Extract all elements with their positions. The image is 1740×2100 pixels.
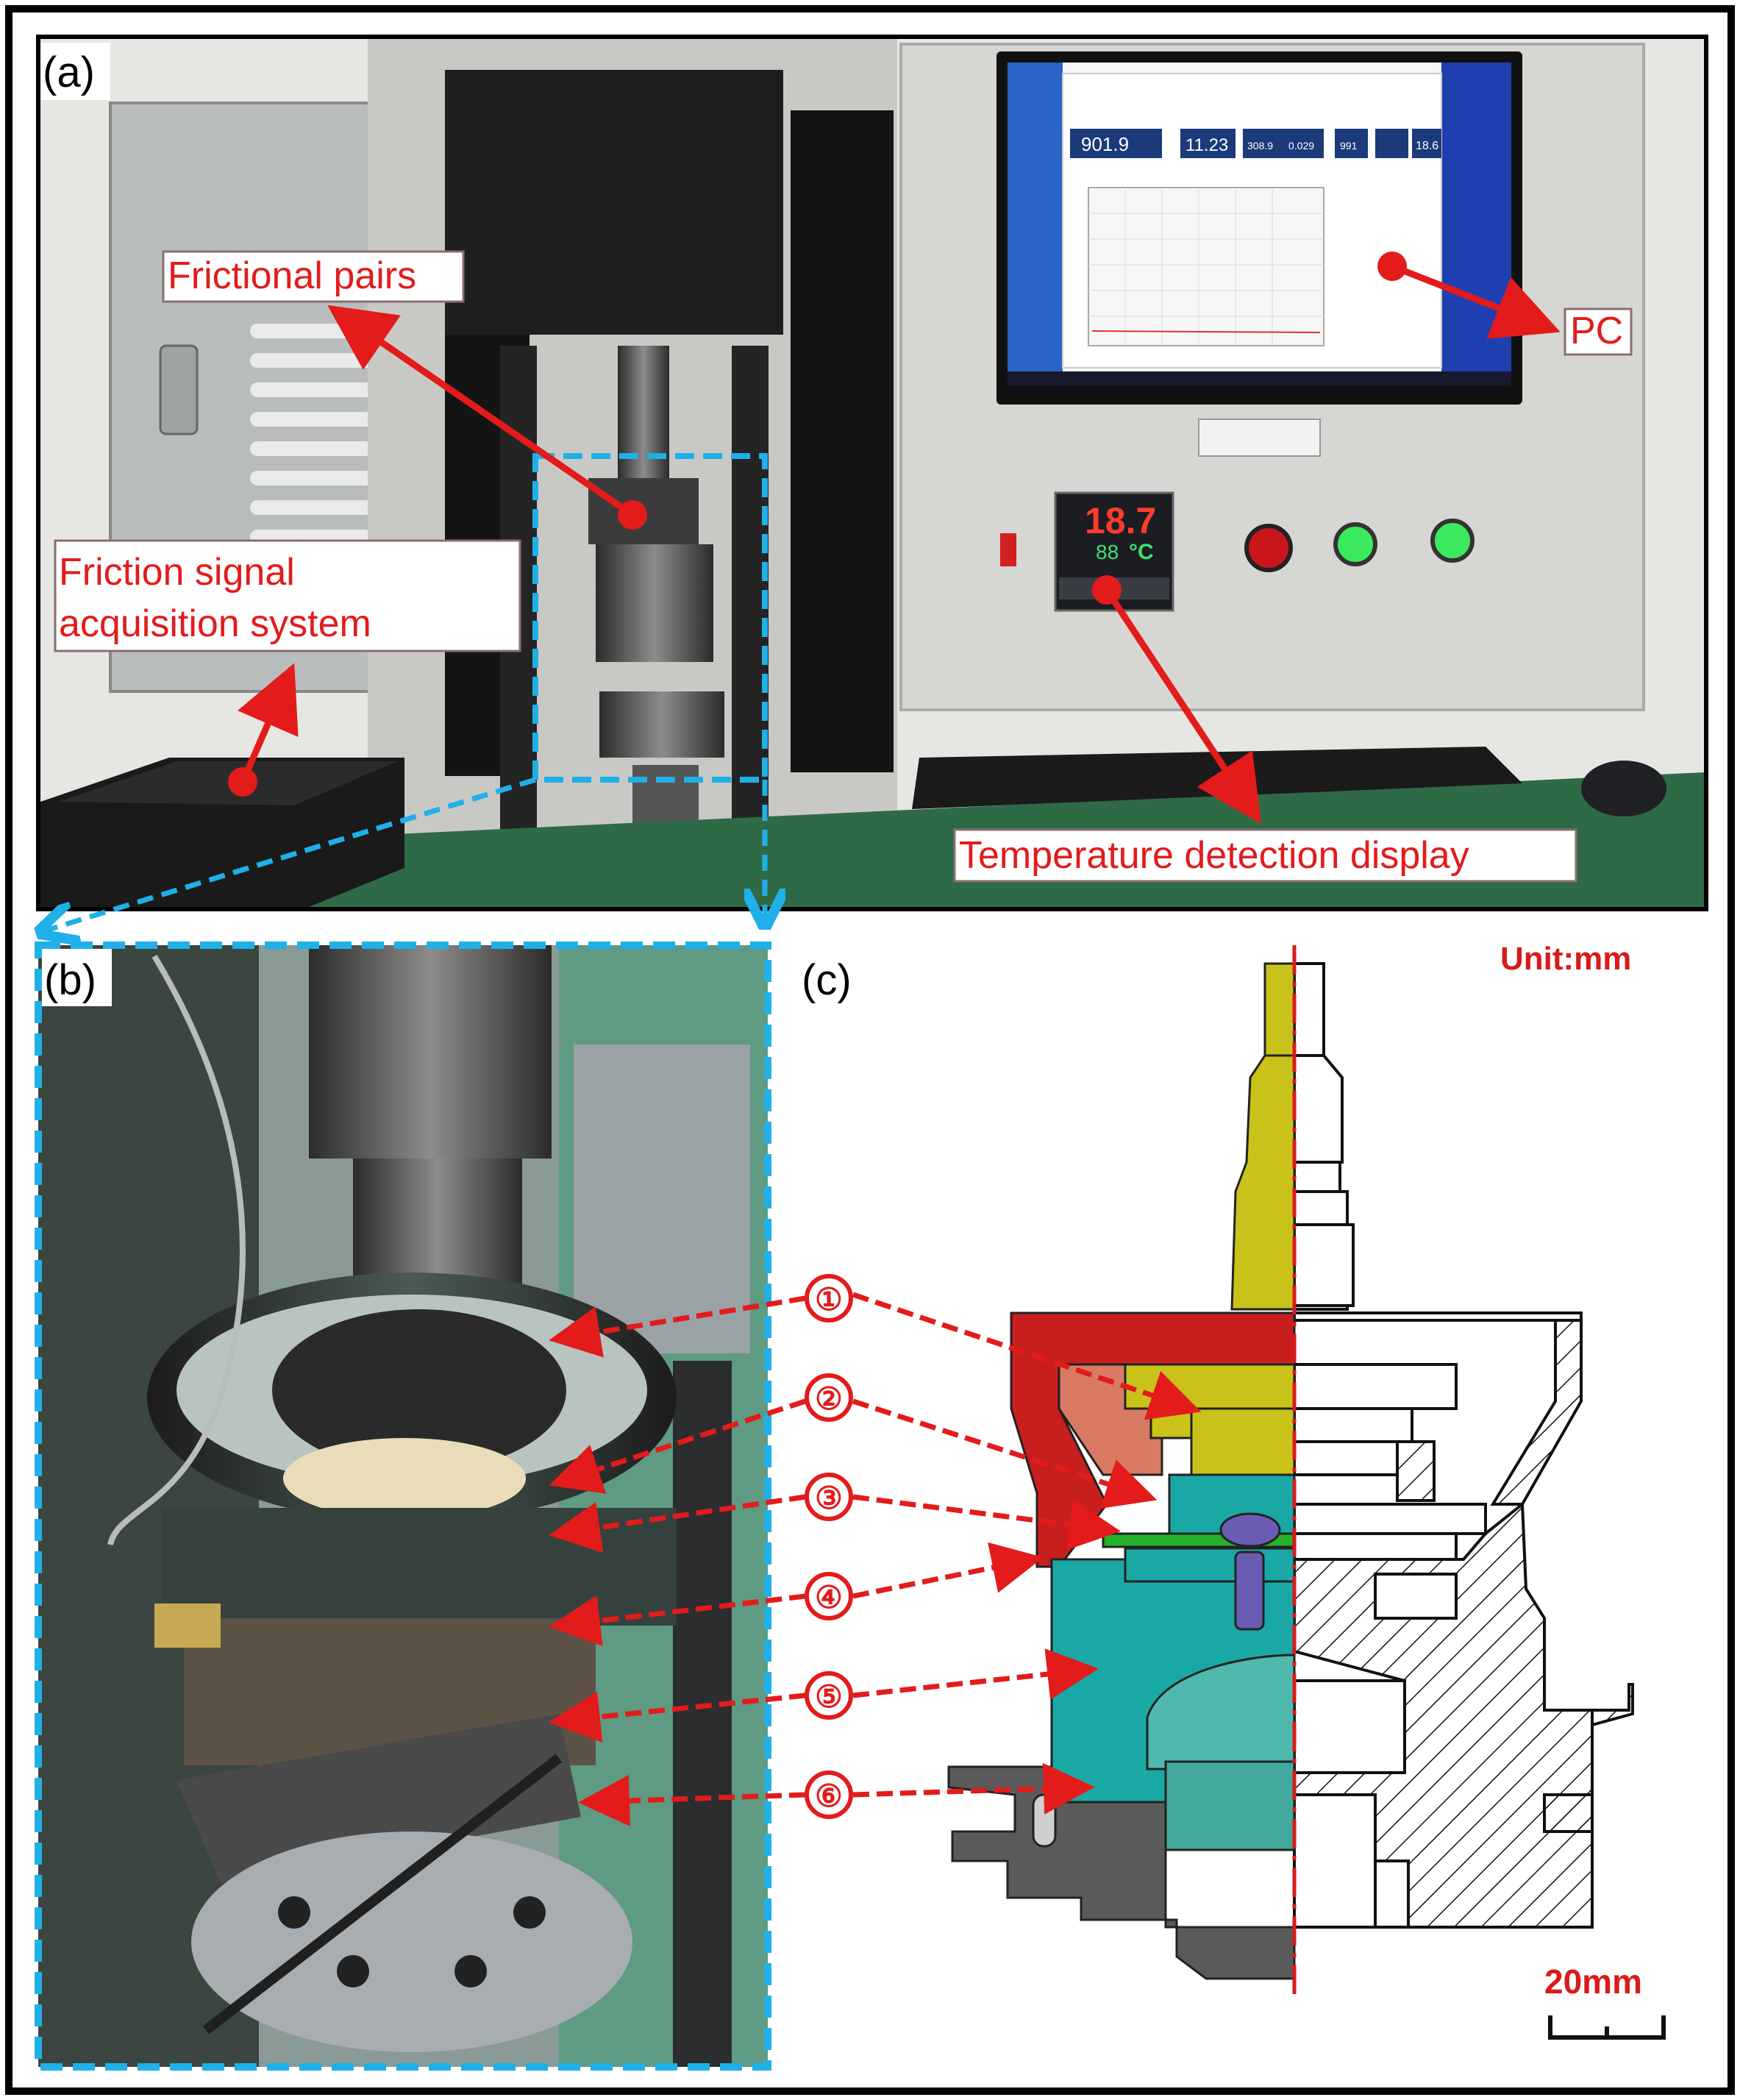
marker-2: ② xyxy=(815,1381,843,1416)
photo-bowl-wall xyxy=(162,1508,677,1626)
panel-c: (c) Unit:mm xyxy=(549,941,1666,2040)
callout-temperature-display: Temperature detection display xyxy=(959,834,1469,877)
callout-friction-signal-line1: Friction signal xyxy=(59,551,295,594)
screen-desktop-strip xyxy=(1008,63,1063,371)
part-purple-head xyxy=(1219,1512,1281,1548)
bearing-stack xyxy=(596,544,713,662)
photo-plate xyxy=(177,1714,581,1883)
door-vents xyxy=(250,324,397,544)
callout-dots-a xyxy=(228,252,1407,797)
monitor-readout-2: 11.23 xyxy=(1185,135,1228,155)
readout-box-4 xyxy=(1335,129,1368,158)
marker-6: ⑥ xyxy=(815,1779,843,1813)
part-teal-bottom xyxy=(1164,1760,1296,1851)
photo-keyboard xyxy=(574,1044,750,1353)
photo-base-holes xyxy=(278,1896,546,1987)
mouse xyxy=(1581,761,1666,816)
detail-box-a xyxy=(532,453,768,783)
readout-box-5 xyxy=(1375,129,1408,158)
callout-friction-signal-line2: acquisition system xyxy=(59,602,371,645)
photo-thermocouple xyxy=(202,1754,563,2035)
photo-wire xyxy=(107,954,246,1546)
panel-b: (b) xyxy=(35,942,771,2071)
callout-frictional-pairs: Frictional pairs xyxy=(168,255,416,297)
unit-label: Unit:mm xyxy=(1500,941,1631,977)
black-column-right xyxy=(791,110,894,772)
monitor-readout-4: 0.029 xyxy=(1288,140,1314,152)
emergency-stop xyxy=(1244,524,1293,572)
panel-b-frame xyxy=(35,942,771,2071)
callout-pc: PC xyxy=(1570,310,1623,352)
part-yellow-disc xyxy=(1124,1363,1296,1410)
marker-4: ④ xyxy=(815,1580,843,1615)
panel-a-label: (a) xyxy=(43,49,95,96)
readout-box-1 xyxy=(1070,129,1162,158)
acquisition-box-top xyxy=(59,761,397,805)
readout-box-3 xyxy=(1243,129,1324,158)
panel-c-label: (c) xyxy=(802,956,852,1004)
photo-base xyxy=(191,1832,632,2052)
panel-a: 901.9 11.23 308.9 0.029 991 18.6 18.7 88… xyxy=(36,35,1708,911)
part-teal-cap xyxy=(1124,1547,1296,1583)
controller-readout-bottom: 88 xyxy=(1096,541,1119,563)
label-box-friction-signal xyxy=(54,539,521,652)
screen-right-strip xyxy=(1441,63,1511,371)
monitor-readout-5: 991 xyxy=(1340,140,1358,152)
label-box-temperature xyxy=(953,828,1577,883)
panel-b-label-bg xyxy=(42,949,112,1006)
scale-bar xyxy=(1548,2015,1666,2040)
monitor-readout-1: 901.9 xyxy=(1081,133,1129,155)
screen-plot-area xyxy=(1088,187,1324,346)
scale-bar-label: 20mm xyxy=(1544,1962,1642,2001)
screen-plot-trace xyxy=(1091,330,1321,333)
label-box-pc xyxy=(1563,307,1633,356)
callout-arrows-a xyxy=(238,263,1561,825)
marker-circles xyxy=(805,1274,853,1819)
monitor-readout-6: 18.6 xyxy=(1416,140,1438,152)
door-latch xyxy=(159,344,199,435)
photo-lower-specimen xyxy=(283,1438,526,1519)
lower-cup xyxy=(599,691,724,758)
part-yellow-hub xyxy=(1190,1407,1296,1480)
power-switch xyxy=(1000,533,1016,566)
green-button-1 xyxy=(1333,522,1377,566)
part-grey-knob xyxy=(1032,1793,1057,1848)
panel-a-label-bg xyxy=(40,43,110,100)
screen-plot-grid xyxy=(1088,188,1324,346)
marker-3: ③ xyxy=(815,1481,843,1515)
zoom-connectors xyxy=(46,777,765,930)
part-yellow-tip xyxy=(1263,962,1296,1057)
readout-box-2 xyxy=(1180,129,1236,158)
part-teal-dome xyxy=(1146,1654,1296,1770)
marker-1: ① xyxy=(815,1282,843,1317)
upper-black-housing xyxy=(445,70,783,335)
screen-taskbar xyxy=(1008,371,1511,386)
part-yellow-flange xyxy=(1149,1407,1193,1439)
photo-rod-right xyxy=(673,1361,732,2067)
panel-b-label: (b) xyxy=(44,956,96,1004)
photo-upper-shaft xyxy=(309,945,552,1158)
photo-upper-disc xyxy=(272,1309,566,1471)
controller-unit: °C xyxy=(1129,540,1154,564)
marker-arrows xyxy=(549,1292,1202,1827)
controller-readout-top: 18.7 xyxy=(1085,500,1156,541)
monitor-readout-3: 308.9 xyxy=(1247,140,1273,152)
panel-plaque xyxy=(1198,419,1321,457)
marker-5: ⑤ xyxy=(815,1679,843,1714)
readout-box-6 xyxy=(1412,129,1441,158)
green-button-2 xyxy=(1430,519,1475,563)
photo-clamp xyxy=(154,1604,221,1648)
label-box-frictional xyxy=(162,250,465,303)
part-purple-screw xyxy=(1234,1551,1265,1631)
